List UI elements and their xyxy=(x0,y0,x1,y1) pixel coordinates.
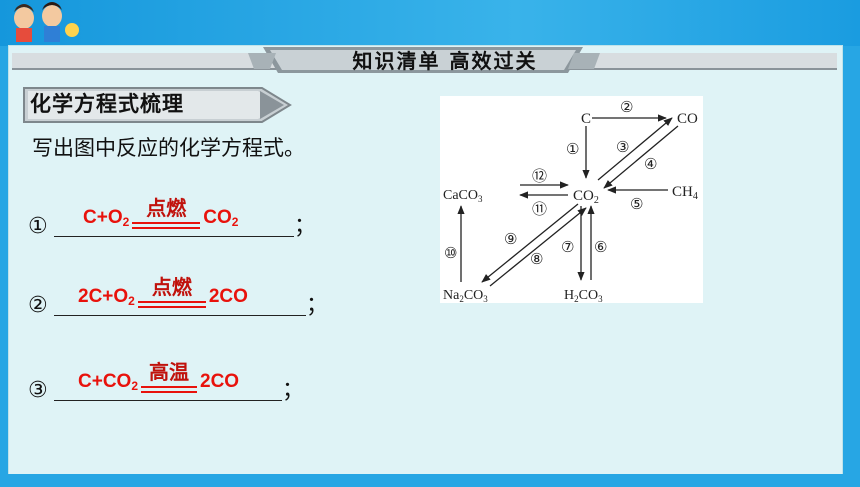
answer-semicolon: ； xyxy=(294,214,317,239)
instruction-text: 写出图中反应的化学方程式。 xyxy=(32,136,305,160)
label-6: ⑥ xyxy=(594,238,607,256)
answer-line-2: ② ； 2C+O2 点燃 2CO xyxy=(28,264,328,324)
label-8: ⑧ xyxy=(530,250,543,268)
banner-title: 知识清单 高效过关 xyxy=(352,49,538,73)
node-na2co3: Na2CO3 xyxy=(443,288,488,303)
answer-blank[interactable] xyxy=(54,315,306,316)
label-9: ⑨ xyxy=(504,230,517,248)
node-ch4: CH4 xyxy=(672,184,698,202)
label-3: ③ xyxy=(616,138,629,156)
label-11: ⑪ xyxy=(532,200,547,218)
answer-number: ② xyxy=(28,293,48,318)
answer-blank[interactable] xyxy=(54,400,282,401)
answer-semicolon: ； xyxy=(306,293,329,318)
node-co: CO xyxy=(677,111,698,127)
answer-line-1: ① ； C+O2 点燃 CO2 xyxy=(28,185,318,245)
node-co2: CO2 xyxy=(573,188,599,206)
section-title: 化学方程式梳理 xyxy=(30,92,184,116)
label-12: ⑫ xyxy=(532,167,547,185)
answer-number: ① xyxy=(28,214,48,239)
answer-number: ③ xyxy=(28,378,48,403)
reaction-condition: 高温 xyxy=(141,362,198,393)
mascot-icon xyxy=(14,2,79,42)
node-h2co3: H2CO3 xyxy=(564,288,603,303)
reaction-condition: 点燃 xyxy=(132,198,201,229)
label-4: ④ xyxy=(644,155,657,173)
header-band xyxy=(0,0,860,46)
label-1: ① xyxy=(566,140,579,158)
section-banner xyxy=(12,47,837,73)
label-7: ⑦ xyxy=(561,238,574,256)
reaction-condition: 点燃 xyxy=(137,277,206,308)
answer-semicolon: ； xyxy=(282,378,305,403)
label-10: ⑩ xyxy=(444,244,457,262)
section-tab xyxy=(23,87,292,123)
label-2: ② xyxy=(620,98,633,116)
equation: C+CO2 高温 2CO xyxy=(78,362,240,393)
node-c: C xyxy=(581,111,591,127)
node-caco3: CaCO3 xyxy=(443,188,483,204)
equation: C+O2 点燃 CO2 xyxy=(83,198,239,229)
answer-blank[interactable] xyxy=(54,236,294,237)
footer-band xyxy=(0,474,860,487)
equation: 2C+O2 点燃 2CO xyxy=(78,277,248,308)
reaction-diagram: C CO CaCO3 CO2 CH4 Na2CO3 H2CO3 ① ② ③ ④ … xyxy=(440,96,703,303)
answer-line-3: ③ ； C+CO2 高温 2CO xyxy=(28,349,308,409)
label-5: ⑤ xyxy=(630,195,643,213)
